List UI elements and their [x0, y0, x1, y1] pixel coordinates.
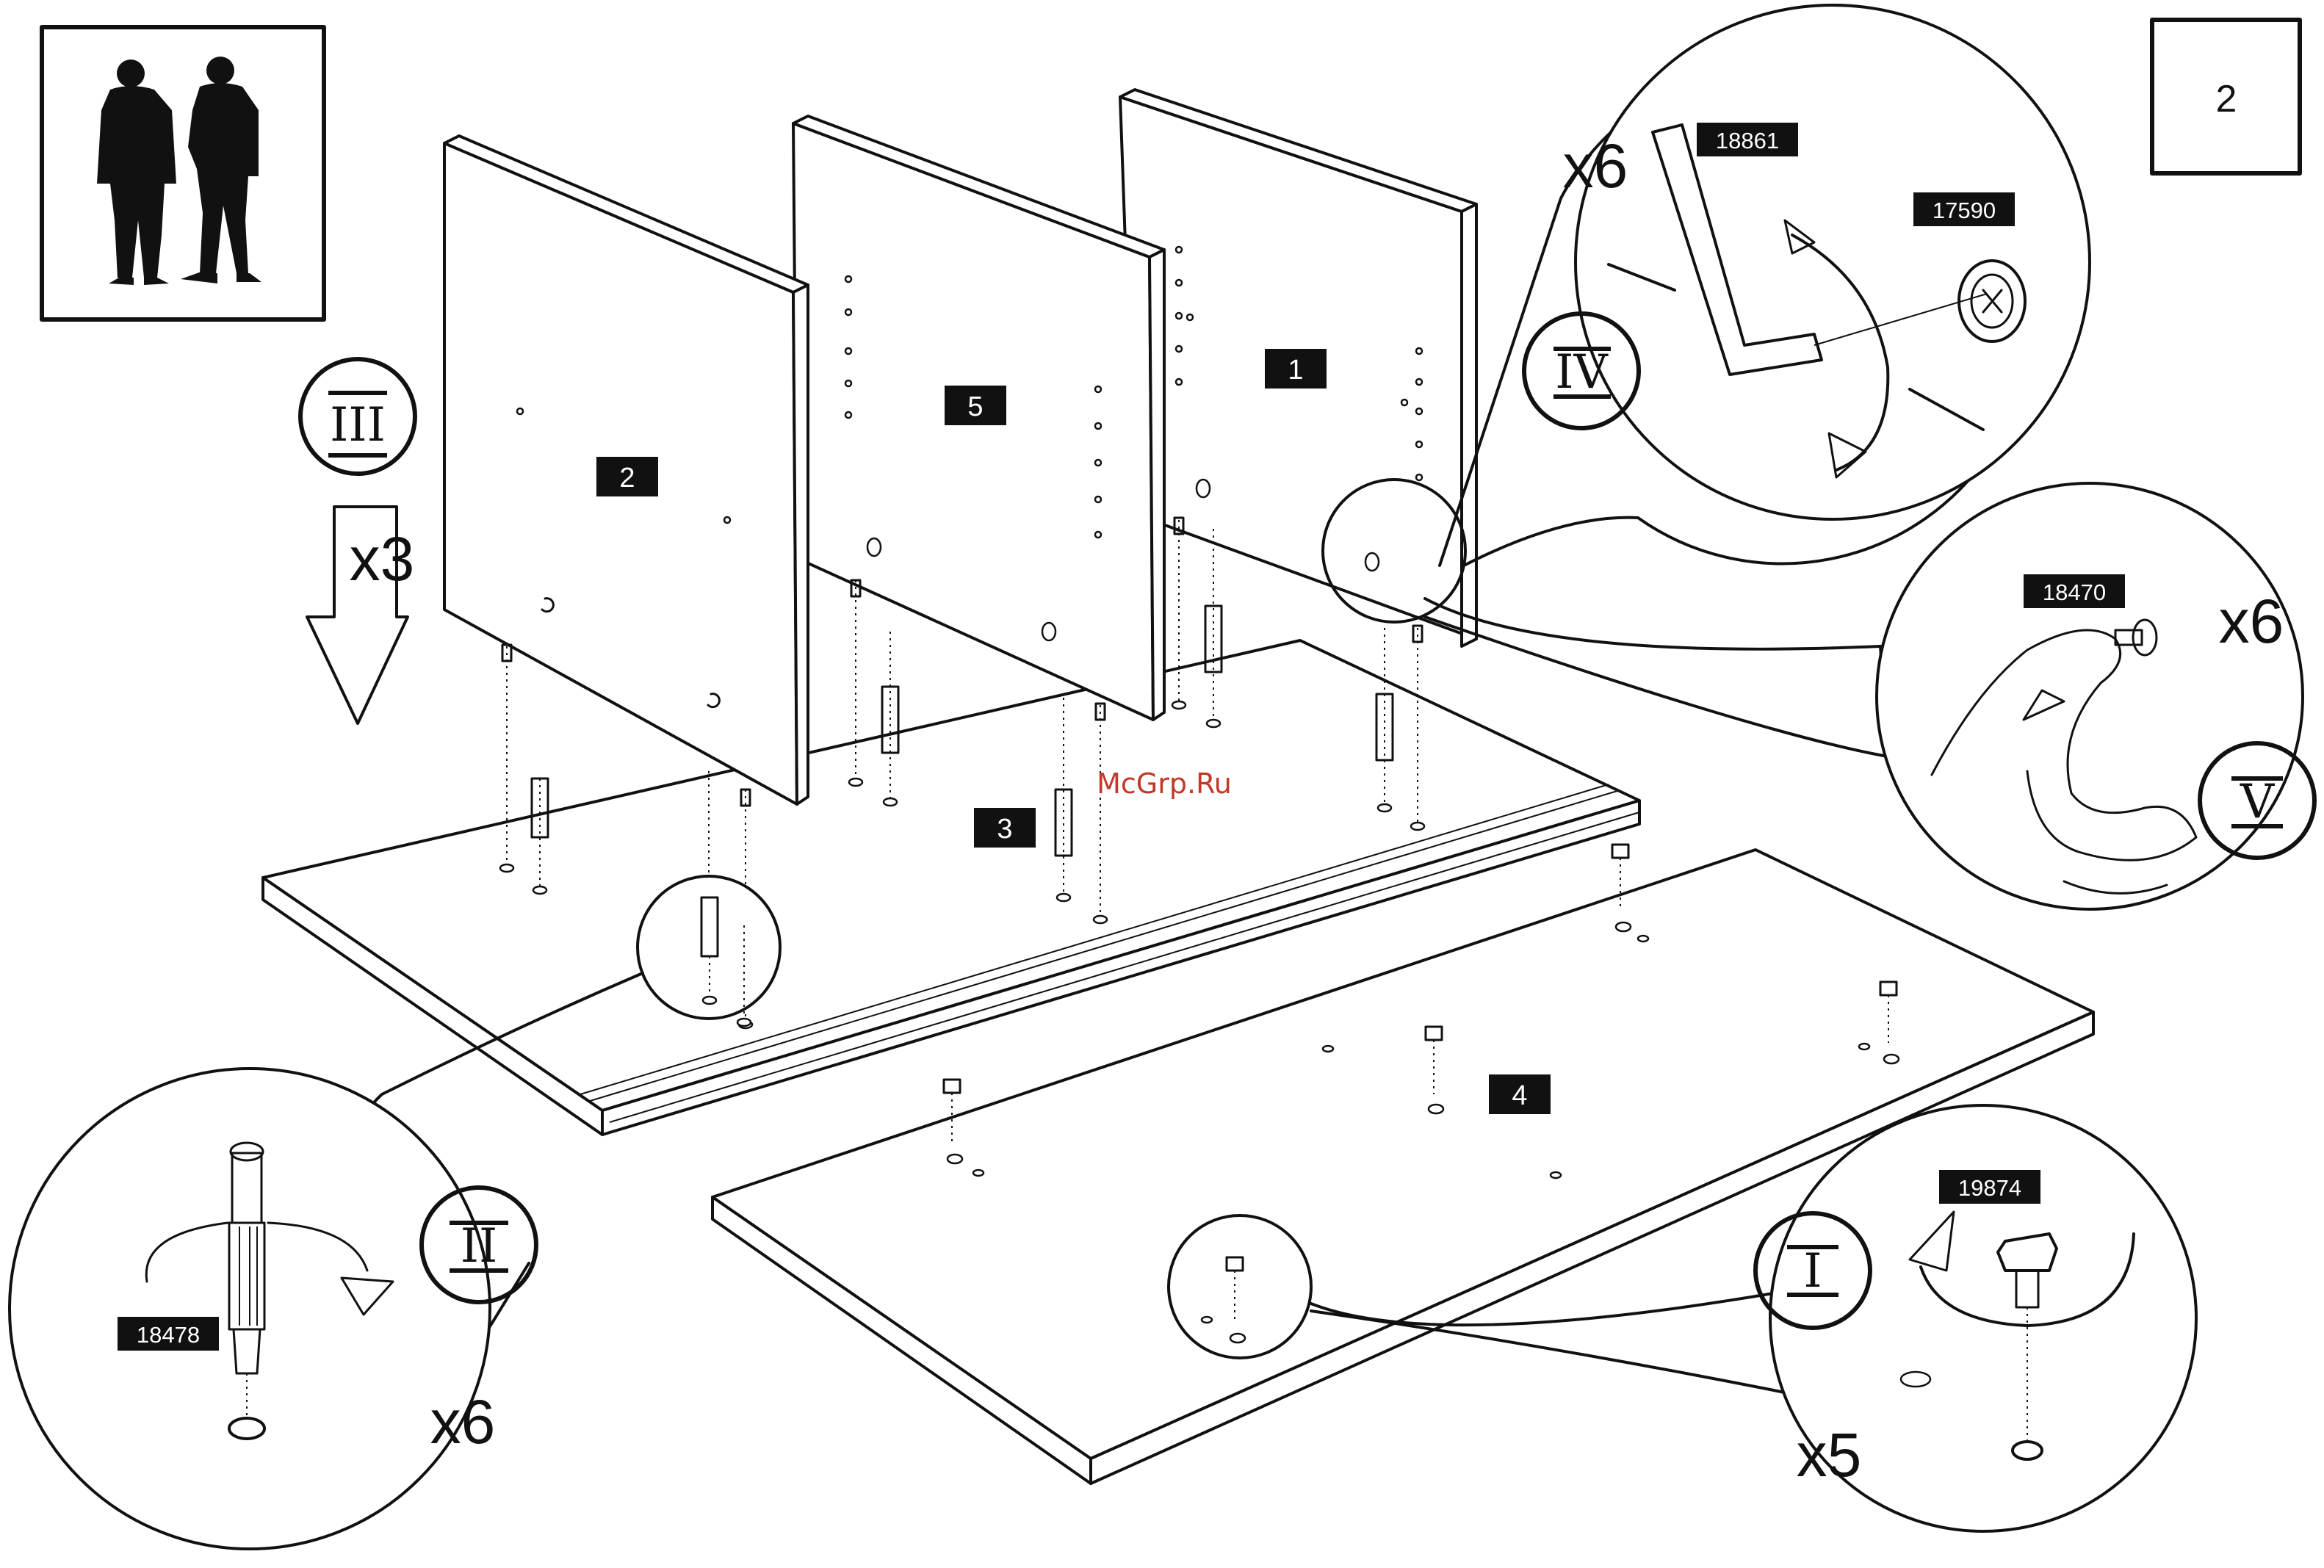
two-people-box — [42, 27, 324, 319]
step-2-numeral: II — [461, 1219, 498, 1273]
svg-text:18861: 18861 — [1716, 128, 1779, 153]
svg-text:2: 2 — [619, 463, 635, 494]
svg-text:18470: 18470 — [2043, 579, 2106, 605]
panel-label-1: 1 — [1265, 349, 1327, 389]
svg-text:5: 5 — [967, 391, 983, 422]
svg-text:4: 4 — [1512, 1080, 1527, 1111]
page-number: 2 — [2216, 78, 2237, 120]
svg-text:19874: 19874 — [1958, 1175, 2021, 1201]
svg-text:1: 1 — [1288, 355, 1303, 386]
svg-text:17590: 17590 — [1933, 198, 1996, 223]
dowel-label: 18478 — [118, 1317, 219, 1351]
step-1-quantity: x5 — [1797, 1420, 1862, 1489]
step-5-numeral: V — [2240, 775, 2276, 829]
step-3-quantity: x3 — [350, 524, 415, 593]
hex-key-label: 18861 — [1697, 123, 1798, 156]
two-people-icon — [97, 57, 261, 285]
step-5-quantity: x6 — [2219, 587, 2284, 656]
leveler-label: 19874 — [1939, 1170, 2040, 1204]
svg-text:3: 3 — [997, 814, 1012, 845]
svg-text:18478: 18478 — [137, 1322, 200, 1348]
cam-lock-label: 17590 — [1913, 192, 2015, 226]
step-3-numeral: III — [330, 398, 386, 452]
panel-label-5: 5 — [945, 386, 1006, 425]
page-number-box: 2 — [2152, 20, 2300, 173]
watermark: McGrp.Ru — [1097, 767, 1232, 800]
panel-label-4: 4 — [1489, 1074, 1551, 1114]
step-2-quantity: x6 — [430, 1387, 496, 1456]
step-3: III x3 — [300, 359, 415, 723]
panel-label-3: 3 — [974, 808, 1036, 848]
cap-label: 18470 — [2024, 574, 2125, 608]
step-1-numeral: I — [1803, 1244, 1822, 1298]
step-4-quantity: x6 — [1563, 131, 1628, 200]
panel-label-2: 2 — [596, 457, 658, 496]
step-4-numeral: IV — [1555, 345, 1609, 400]
